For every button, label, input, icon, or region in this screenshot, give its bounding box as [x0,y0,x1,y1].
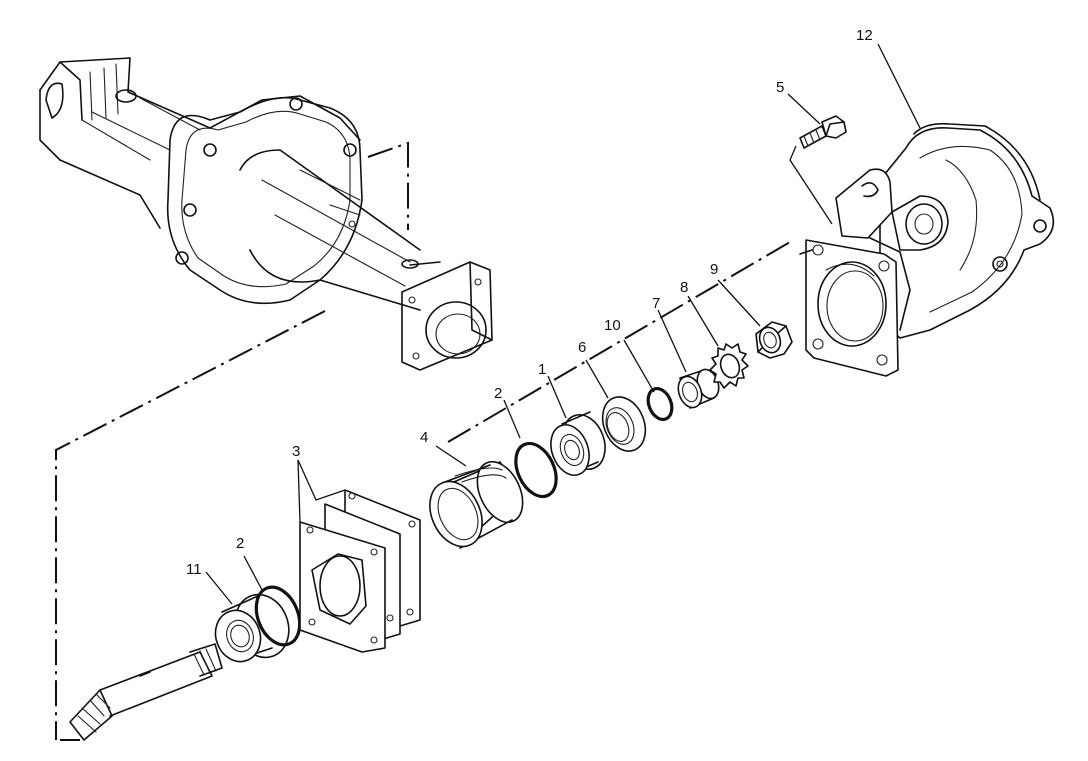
o-ring-2-upper [514,441,558,499]
o-ring-2-lower [254,585,302,647]
bearing-1 [550,411,606,476]
label-2-upper: 2 [494,385,502,402]
bearing-11 [214,593,290,663]
label-4: 4 [420,429,428,446]
assembly-lines [55,141,791,741]
label-8: 8 [680,279,688,296]
label-2-lower: 2 [236,535,244,552]
label-1: 1 [538,361,546,378]
spacer-7 [677,368,720,409]
bolt-5 [789,115,847,225]
label-9: 9 [710,261,718,278]
seal-6 [601,396,647,452]
label-5: 5 [776,79,784,96]
label-6: 6 [578,339,586,356]
label-10: 10 [604,317,621,334]
axle-housing [39,57,493,371]
pinion-shaft [69,643,223,741]
leader-lines [205,43,921,605]
label-7: 7 [652,295,660,312]
sleeve-4 [429,460,524,549]
label-11: 11 [186,561,202,578]
label-12: 12 [856,27,873,44]
label-3: 3 [292,443,300,460]
diff-carrier-12 [799,122,1055,377]
lock-washer-8 [709,343,749,389]
gasket-3 [299,489,421,653]
nut-9 [755,321,793,359]
snap-ring-10 [646,387,674,421]
part-labels: 1 2 2 3 4 5 6 7 8 9 10 11 12 [186,27,873,578]
